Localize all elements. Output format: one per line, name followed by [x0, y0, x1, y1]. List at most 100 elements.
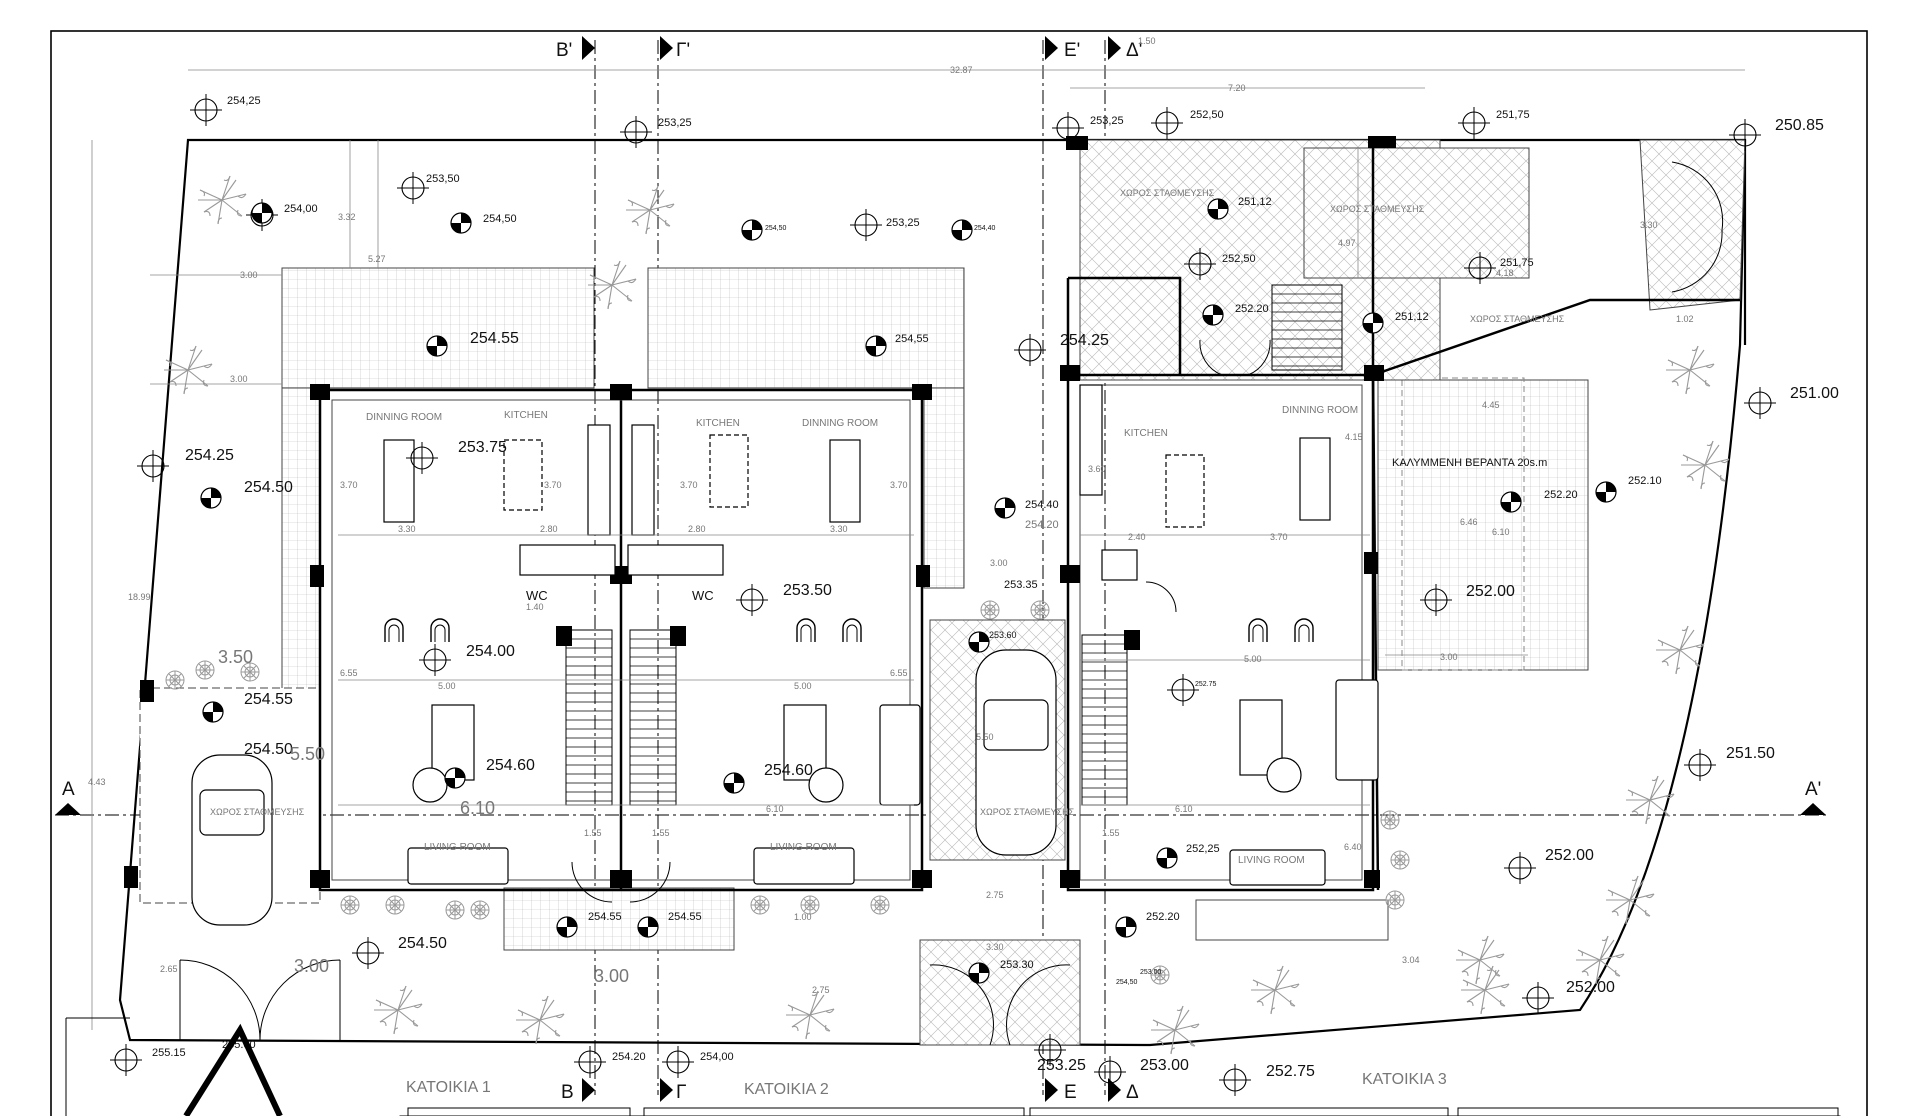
level-label: 252,50	[1222, 253, 1256, 265]
level-label: 251,75	[1496, 109, 1530, 121]
dim-label: 2.80	[540, 524, 558, 534]
dim-label: 3.60	[1088, 464, 1106, 474]
level-label: 252.00	[1545, 847, 1594, 864]
room-label-wc-2: WC	[692, 588, 714, 603]
dimension-labels-large: 6.10 3.50 5.50 3.00 3.00	[218, 647, 629, 986]
level-label: 254,00	[284, 203, 318, 215]
dim-label: 5.50	[290, 744, 325, 764]
kitchen-counters	[519, 384, 1138, 581]
dim-label: 6.10	[1175, 804, 1193, 814]
dim-label: 1.00	[794, 912, 812, 922]
title-block	[65, 1017, 1841, 1116]
level-label: 254.50	[244, 741, 293, 758]
level-label: 253,25	[886, 217, 920, 229]
level-label: 254.55	[244, 691, 293, 708]
dim-label: 4.45	[1482, 400, 1500, 410]
dim-label: 2.80	[688, 524, 706, 534]
dim-label: 3.70	[340, 480, 358, 490]
dim-label: 5.00	[438, 681, 456, 691]
level-label: 254,50	[765, 225, 787, 232]
furniture	[383, 434, 1379, 886]
dim-label: 5.27	[368, 254, 386, 264]
level-label: 252.20	[1544, 489, 1578, 501]
dim-label: 18.99	[128, 592, 151, 602]
room-label-parking-1: ΧΩΡΟΣ ΣΤΑΘΜΕΥΣΗΣ	[210, 807, 305, 817]
level-label: 254.40	[1025, 499, 1059, 511]
dim-label: 3.00	[990, 558, 1008, 568]
dim-label: 1.50	[1138, 36, 1156, 46]
level-label: 250.85	[1775, 117, 1824, 134]
house-label-2: ΚΑΤΟΙΚΙΑ 2	[744, 1081, 829, 1098]
dim-label: 5.50	[976, 732, 994, 742]
dim-label: 3.30	[986, 942, 1004, 952]
level-label: 254.50	[398, 935, 447, 952]
dim-label: 4.97	[1338, 238, 1356, 248]
level-label: 252.75	[1195, 681, 1217, 688]
level-label: 253.50	[783, 582, 832, 599]
room-label-dinning-1: DINNING ROOM	[366, 412, 442, 423]
north-arrow	[183, 1023, 283, 1116]
level-label: 254.25	[1060, 332, 1109, 349]
level-label: 253.75	[458, 439, 507, 456]
dimension-lines	[91, 69, 1745, 1030]
level-label: 253.00	[1140, 969, 1162, 976]
level-label: 252.00	[1466, 583, 1515, 600]
level-label: 254.20	[1025, 519, 1059, 531]
house-label-3: ΚΑΤΟΙΚΙΑ 3	[1362, 1071, 1447, 1088]
section-a-right: Α'	[1805, 779, 1821, 800]
sheet-frame	[50, 30, 1868, 1116]
dim-label: 3.00	[1440, 652, 1458, 662]
level-label: 252,50	[1190, 109, 1224, 121]
house-labels: ΚΑΤΟΙΚΙΑ 1 ΚΑΤΟΙΚΙΑ 2 ΚΑΤΟΙΚΙΑ 3	[406, 1071, 1447, 1098]
level-label: 252.20	[1146, 911, 1180, 923]
dim-label: 1.02	[1676, 314, 1694, 324]
room-labels: DINNING ROOM KITCHEN KITCHEN DINNING ROO…	[210, 188, 1565, 866]
dim-label: 6.55	[340, 668, 358, 678]
dim-label: 6.46	[1460, 517, 1478, 527]
level-label: 253.30	[1000, 959, 1034, 971]
room-label-parking-c: ΧΩΡΟΣ ΣΤΑΘΜΕΥΣΗΣ	[1470, 314, 1565, 324]
level-label: 251,12	[1238, 196, 1272, 208]
level-label: 254.55	[668, 911, 702, 923]
level-label: 254,55	[895, 333, 929, 345]
level-label: 254.00	[466, 643, 515, 660]
dim-label: 3.00	[230, 374, 248, 384]
dim-label: 3.00	[240, 270, 258, 280]
house-label-1: ΚΑΤΟΙΚΙΑ 1	[406, 1079, 491, 1096]
dim-label: 4.18	[1496, 268, 1514, 278]
dim-label: 6.10	[460, 798, 495, 818]
level-label: 254,50	[1116, 979, 1138, 986]
section-a-left: Α	[62, 779, 75, 800]
dim-label: 3.30	[1640, 220, 1658, 230]
terrace-1	[281, 267, 595, 389]
room-label-kitchen-1: KITCHEN	[504, 410, 548, 421]
level-label: 251,75	[1500, 257, 1534, 269]
dim-label: 2.75	[986, 890, 1004, 900]
section-g-bottom: Γ	[676, 1082, 686, 1103]
dim-label: 2.65	[160, 964, 178, 974]
wc-labels: WC WC	[526, 588, 714, 603]
level-label: 252.75	[1266, 1063, 1315, 1080]
room-label-living-2: LIVING ROOM	[770, 842, 837, 853]
dim-label: 6.10	[766, 804, 784, 814]
section-b-bottom: Β	[561, 1082, 574, 1103]
dim-label: 3.70	[890, 480, 908, 490]
cars	[191, 649, 1057, 926]
dim-label: 4.15	[1345, 432, 1363, 442]
section-d-top: Δ'	[1126, 40, 1142, 61]
dim-label: 1.55	[584, 828, 602, 838]
section-b-top: Β'	[556, 40, 572, 61]
room-label-kitchen-2: KITCHEN	[696, 418, 740, 429]
dim-label: 3.70	[680, 480, 698, 490]
dim-label: 32.87	[950, 65, 973, 75]
dim-label: 3.32	[338, 212, 356, 222]
level-label: 253.60	[989, 630, 1017, 640]
dim-label: 3.00	[594, 966, 629, 986]
dim-label: 7.20	[1228, 83, 1246, 93]
dim-label: 2.40	[1128, 532, 1146, 542]
level-label: 252,25	[1186, 843, 1220, 855]
level-label: 254.55	[470, 330, 519, 347]
level-label: 254,50	[483, 213, 517, 225]
room-label-living-1: LIVING ROOM	[424, 842, 491, 853]
